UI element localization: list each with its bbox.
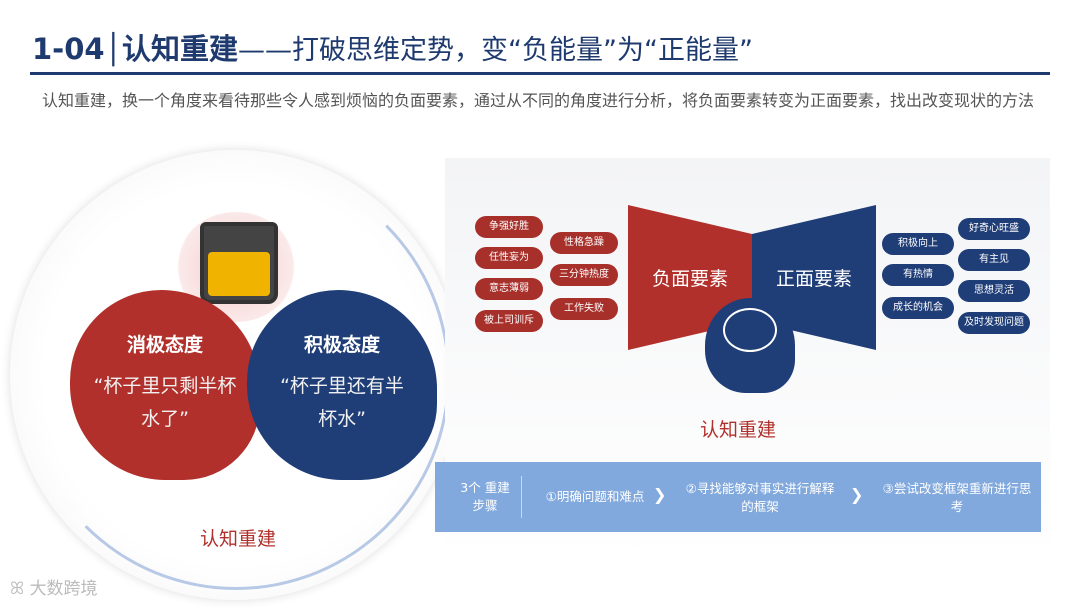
watermark: ꕤ 大数跨境 [10, 574, 98, 599]
step-3: ③尝试改变框架重新进行思考 [882, 481, 1032, 514]
watermark-logo-icon: ꕤ [10, 579, 30, 599]
half-glass-icon [200, 222, 278, 304]
positive-item: 及时发现问题 [958, 312, 1030, 334]
negative-item: 性格急躁 [550, 232, 618, 254]
steps-divider [521, 476, 522, 518]
title-main: 1-04│认知重建 [32, 32, 239, 66]
negative-item: 三分钟热度 [550, 264, 618, 286]
positive-item: 有主见 [958, 249, 1030, 271]
positive-item: 好奇心旺盛 [958, 218, 1030, 240]
step-2: ②寻找能够对事实进行解释的框架 [685, 481, 835, 514]
title-sub: ——打破思维定势，变“负能量”为“正能量” [238, 35, 753, 66]
description: 认知重建，换一个角度来看待那些令人感到烦恼的负面要素，通过从不同的角度进行分析，… [42, 91, 1035, 110]
positive-item: 有热情 [882, 264, 954, 286]
brain-head-icon [705, 298, 795, 393]
chevron-right-icon: ❯ [850, 485, 864, 504]
steps-heading: 3个 重建步骤 [460, 480, 510, 513]
page-title: 1-04│认知重建——打破思维定势，变“负能量”为“正能量” [32, 26, 753, 68]
positive-item: 成长的机会 [882, 297, 954, 319]
watermark-text: 大数跨境 [29, 579, 98, 599]
negative-item: 意志薄弱 [475, 278, 543, 300]
negative-item: 工作失败 [550, 298, 618, 320]
negative-title: 消极态度 [126, 334, 203, 356]
positive-quote: “杯子里还有半杯水” [280, 375, 404, 430]
negative-quote: “杯子里只剩半杯水了” [93, 375, 237, 430]
positive-item: 思想灵活 [958, 280, 1030, 302]
positive-block: 正面要素 [752, 205, 876, 350]
negative-label: 负面要素 [651, 268, 728, 290]
positive-label: 正面要素 [775, 268, 852, 290]
left-label: 认知重建 [200, 528, 277, 550]
step-1: ①明确问题和难点 [545, 489, 645, 504]
center-label: 认知重建 [700, 419, 777, 441]
negative-item: 争强好胜 [475, 216, 543, 238]
negative-head: 消极态度 “杯子里只剩半杯水了” [70, 290, 260, 480]
negative-item: 被上司训斥 [475, 310, 543, 332]
title-divider [30, 72, 1050, 75]
chevron-right-icon: ❯ [653, 485, 667, 504]
positive-item: 积极向上 [882, 233, 954, 255]
steps-bar: 3个 重建步骤 ①明确问题和难点 ❯ ②寻找能够对事实进行解释的框架 ❯ ③尝试… [435, 462, 1041, 532]
positive-title: 积极态度 [303, 334, 380, 356]
negative-item: 任性妄为 [475, 247, 543, 269]
positive-head: 积极态度 “杯子里还有半杯水” [247, 290, 437, 480]
